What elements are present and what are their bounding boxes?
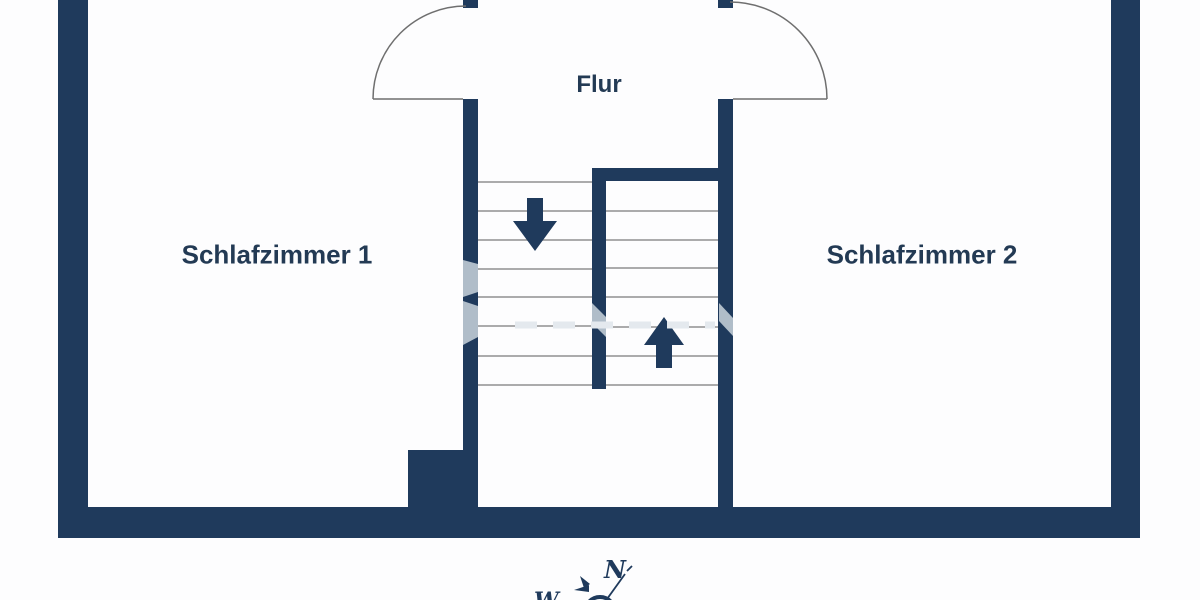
- stairs-down-arrow-icon: [513, 198, 557, 251]
- door-swing-right-icon: [729, 1, 828, 100]
- stair-treads-right-flight: [606, 210, 718, 386]
- interior-wall-left: [463, 99, 478, 507]
- wall-notch-block: [408, 450, 478, 507]
- compass-west-label: W: [534, 588, 561, 600]
- stair-divider-wall: [592, 168, 606, 389]
- compass-north-label: N: [603, 555, 627, 584]
- room-label-flur: Flur: [576, 71, 622, 98]
- stairs-up-arrow-icon: [644, 317, 684, 368]
- room-label-schlafzimmer-1: Schlafzimmer 1: [181, 239, 373, 270]
- outer-wall-right: [1111, 0, 1140, 538]
- stair-top-bar-wall: [592, 168, 733, 181]
- watermark-fragments-icon: [463, 260, 733, 345]
- interior-wall-left-top-stub: [463, 0, 478, 8]
- interior-wall-right-top-stub: [718, 0, 733, 8]
- interior-wall-right: [718, 99, 733, 507]
- room-label-schlafzimmer-2: Schlafzimmer 2: [826, 239, 1018, 270]
- compass-rose-icon: N W: [534, 555, 633, 600]
- outer-wall-left: [58, 0, 88, 538]
- outer-wall-bottom: [58, 507, 1140, 538]
- door-swing-left-icon: [372, 5, 467, 100]
